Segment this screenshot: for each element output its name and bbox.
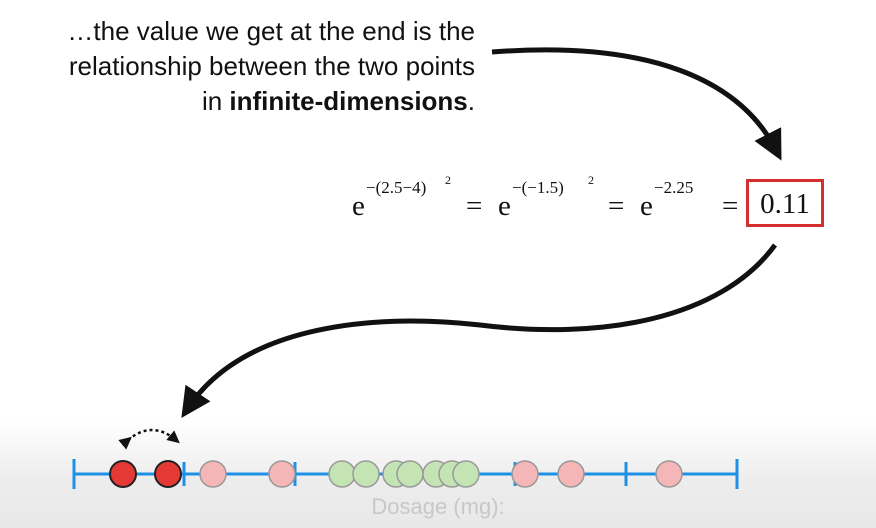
green-points — [328, 460, 480, 488]
eq-base-2: e — [498, 190, 511, 222]
eq-exponent-1: −(2.5−4) — [366, 178, 427, 197]
eq-base-3: e — [640, 190, 653, 222]
caption-line-3: in infinite-dimensions. — [20, 84, 475, 119]
eq-equals-2: = — [608, 190, 625, 222]
caption-bold-term: infinite-dimensions — [229, 86, 468, 116]
eq-exponent-3: −2.25 — [654, 178, 694, 197]
caption-line-3-suffix: . — [467, 86, 475, 116]
red-point — [199, 460, 227, 488]
red-points — [199, 460, 683, 488]
arrow-caption-to-result — [491, 47, 782, 161]
result-highlight-box: 0.11 — [746, 179, 824, 227]
green-point — [352, 460, 380, 488]
selected-points — [109, 460, 182, 488]
green-point — [328, 460, 356, 488]
red-point — [557, 460, 585, 488]
selected-point-a — [109, 460, 137, 488]
arrow-result-to-points — [181, 243, 778, 418]
eq-equals-3: = — [722, 190, 739, 222]
green-point — [452, 460, 480, 488]
eq-equals-1: = — [466, 190, 483, 222]
x-axis-label: Dosage (mg): — [371, 494, 505, 519]
dotted-double-arrow — [118, 428, 180, 450]
red-point — [655, 460, 683, 488]
red-point — [511, 460, 539, 488]
green-point — [396, 460, 424, 488]
selected-point-b — [154, 460, 182, 488]
red-point — [268, 460, 296, 488]
caption-line-3-prefix: in — [201, 86, 230, 116]
caption-line-2: relationship between the two points — [68, 51, 475, 81]
eq-exponent-1-square: 2 — [445, 173, 451, 187]
caption-text: …the value we get at the end is the rela… — [20, 14, 475, 119]
eq-exponent-2-square: 2 — [588, 173, 594, 187]
eq-base-1: e — [352, 190, 365, 222]
caption-line-1: …the value we get at the end is the — [67, 16, 475, 46]
eq-exponent-2: −(−1.5) — [512, 178, 564, 197]
